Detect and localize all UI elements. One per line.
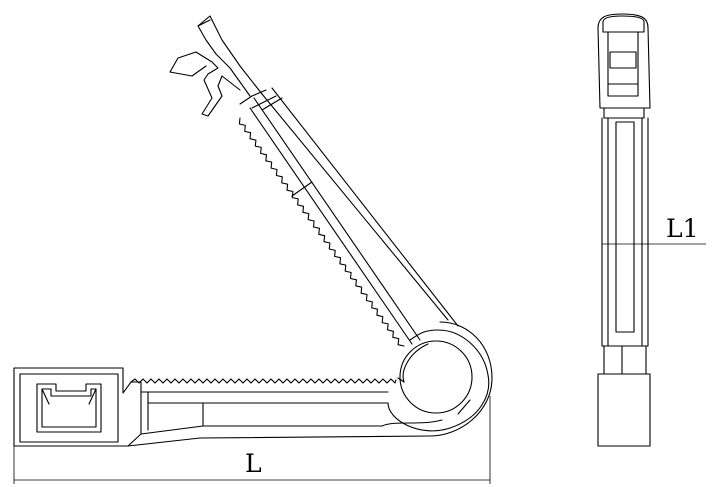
strap-tip bbox=[169, 15, 263, 117]
side-view-base bbox=[597, 373, 651, 447]
side-view: L1 bbox=[597, 13, 706, 447]
horizontal-strap-teeth bbox=[130, 378, 397, 384]
width-dimension: L1 bbox=[602, 214, 706, 245]
side-view-strap bbox=[601, 117, 649, 375]
length-label: L bbox=[245, 449, 262, 478]
horizontal-strap bbox=[127, 378, 431, 447]
side-view-head bbox=[597, 13, 651, 119]
front-view: L bbox=[13, 15, 493, 484]
length-dimension: L bbox=[13, 396, 491, 484]
diagonal-strap-teeth bbox=[238, 117, 405, 347]
diagonal-strap bbox=[238, 87, 459, 347]
width-label: L1 bbox=[666, 214, 699, 243]
tie-head-block bbox=[13, 367, 142, 447]
hinge-ring bbox=[381, 321, 493, 437]
